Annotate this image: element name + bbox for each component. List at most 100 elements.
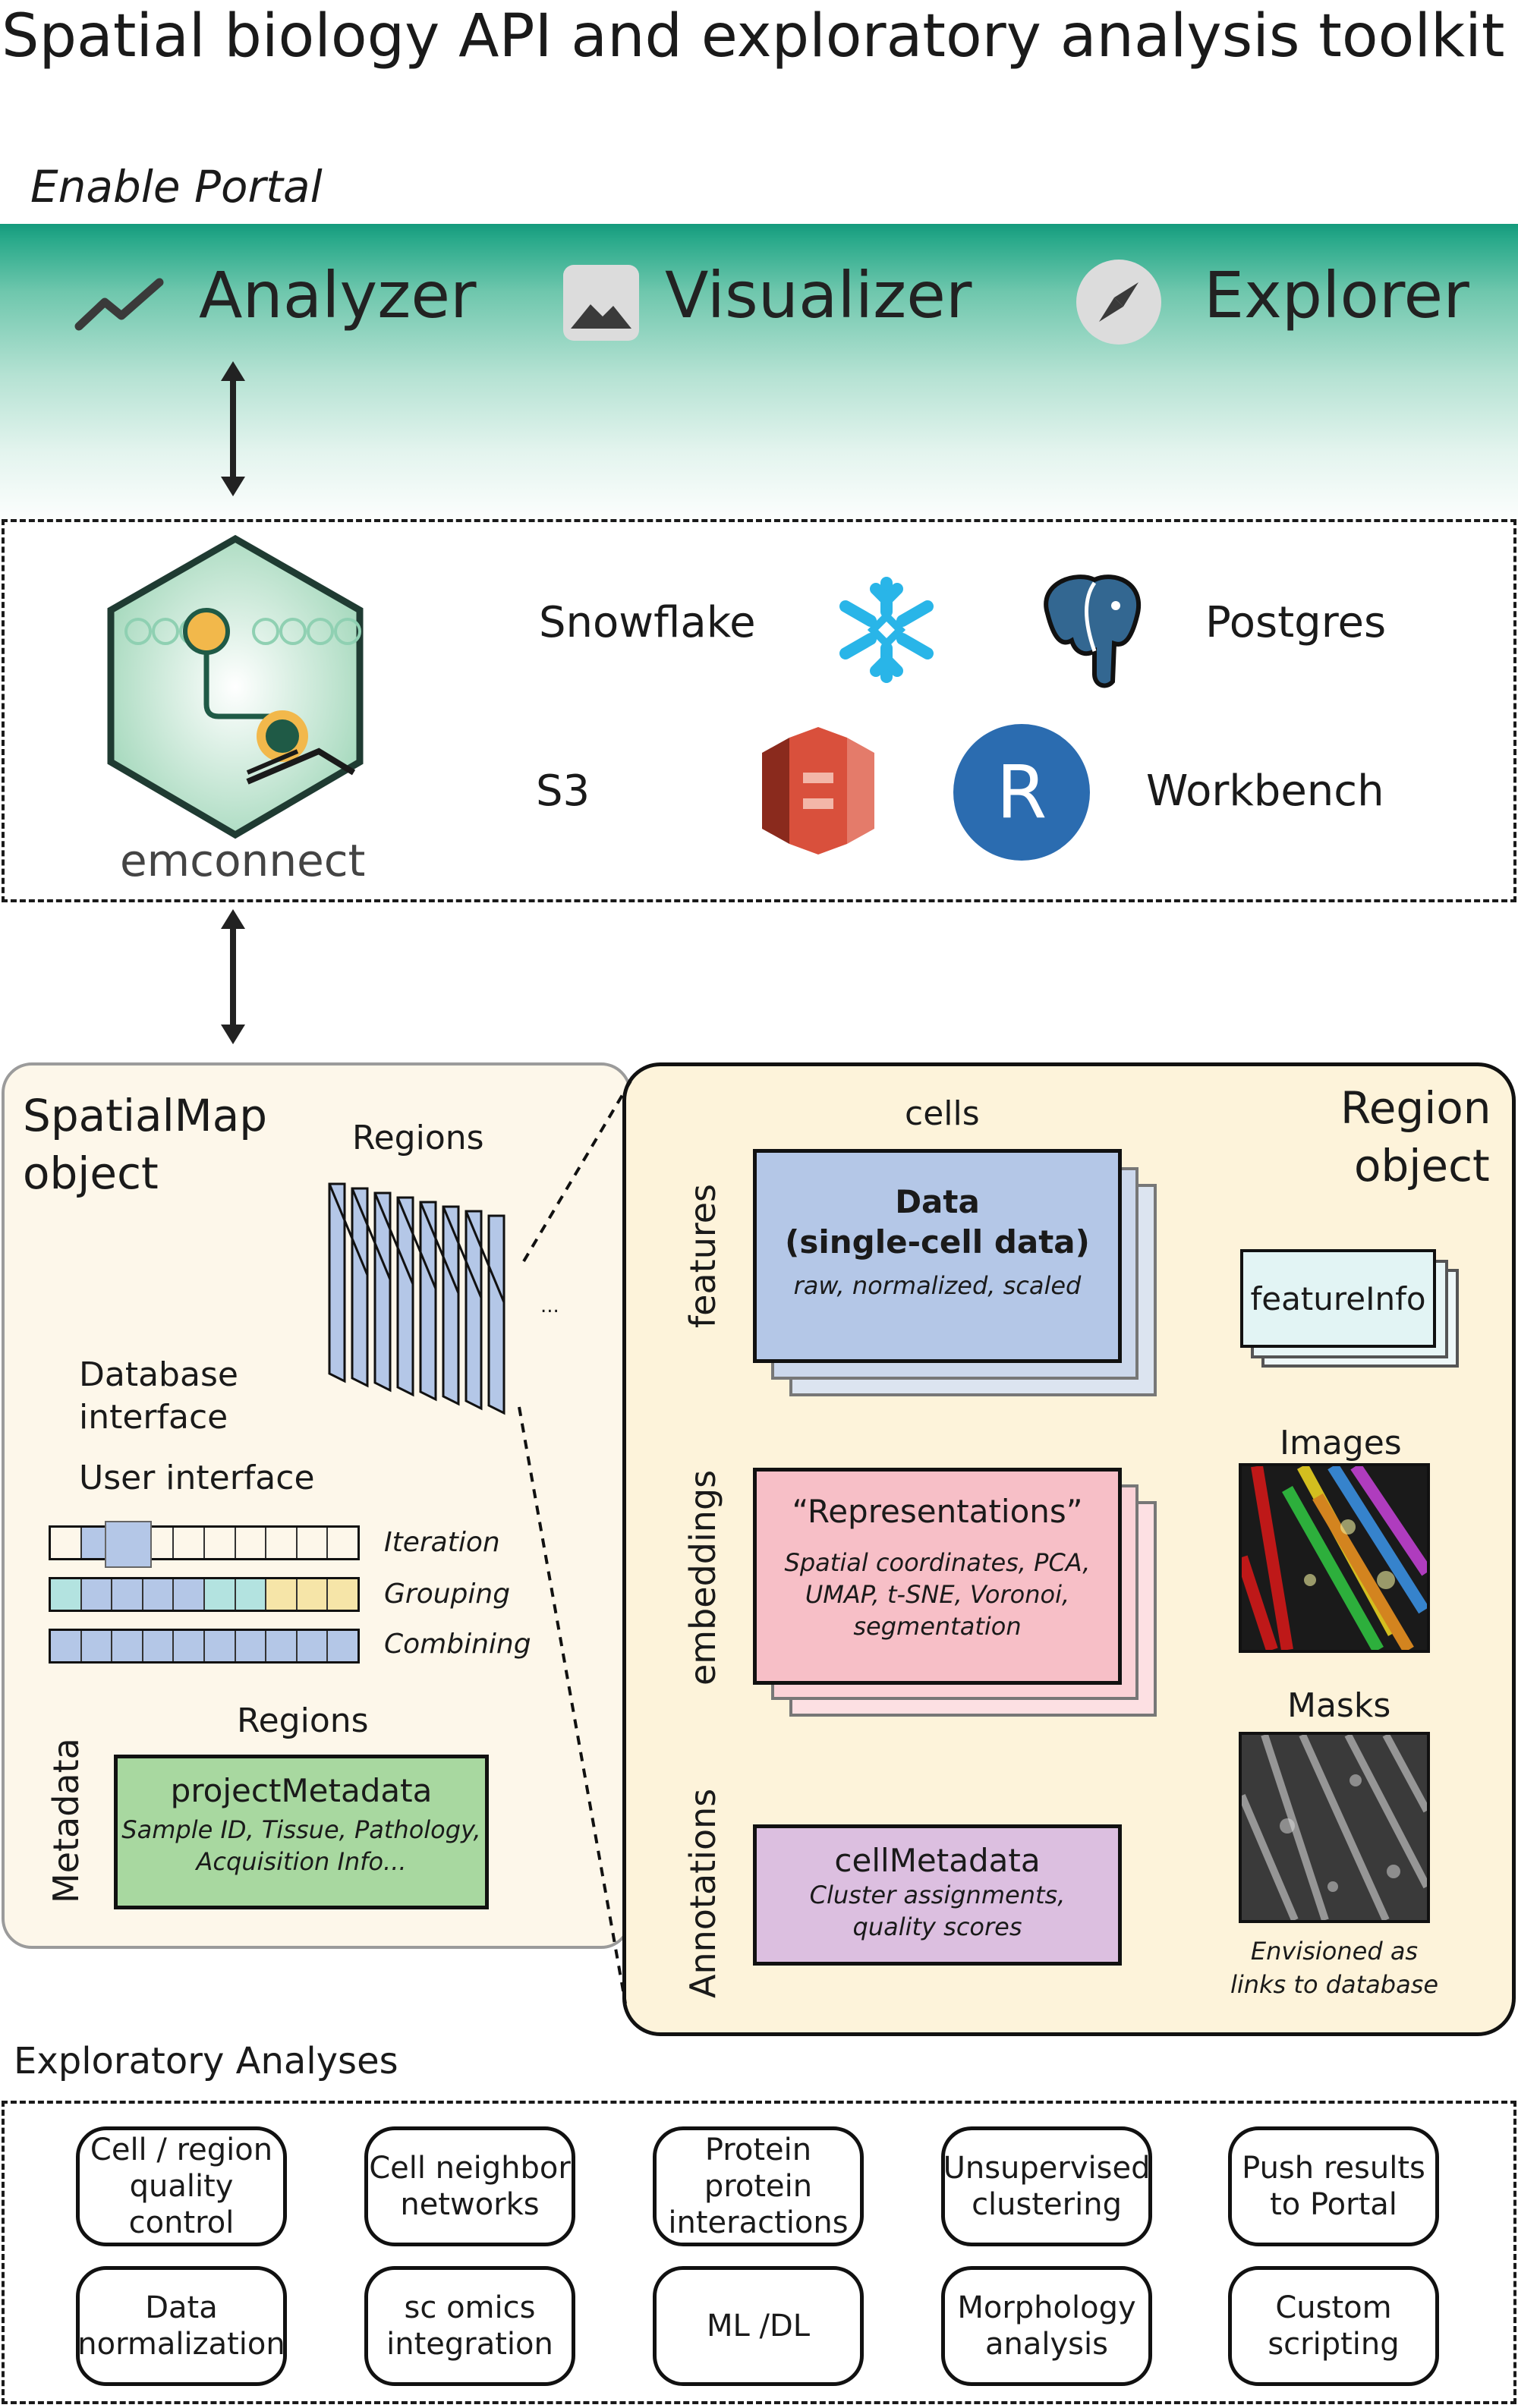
annotations-axis-label: Annotations: [682, 1788, 723, 1998]
aws-s3-icon: [759, 722, 877, 859]
pill-line-2: analysis: [985, 2327, 1108, 2362]
repr-line1: Spatial coordinates, PCA,: [784, 1548, 1091, 1577]
pill-line-2: normalization: [77, 2327, 285, 2362]
cells-label: cells: [905, 1094, 980, 1133]
emconnect-logo: [99, 531, 372, 850]
region-title-2: object: [1354, 1140, 1490, 1191]
visualizer-label[interactable]: Visualizer: [665, 258, 972, 332]
pill-line-1: sc omics: [404, 2290, 536, 2325]
pill-line-1: Unsupervised: [943, 2151, 1151, 2186]
pill-line-2: clustering: [972, 2187, 1122, 2222]
regions-ellipsis: ...: [540, 1295, 559, 1317]
featureinfo-card: featureInfo: [1240, 1249, 1436, 1348]
cellmetadata-card: cellMetadata Cluster assignments, qualit…: [753, 1824, 1122, 1966]
metadata-axis-label: Metadata: [46, 1738, 87, 1903]
analyses-box: [2, 2101, 1516, 2404]
pill-line-1: Morphology: [957, 2290, 1136, 2325]
project-metadata-line2: Acquisition Info...: [196, 1847, 407, 1876]
regions-label: Regions: [352, 1119, 484, 1157]
r-logo-icon: R: [953, 724, 1090, 861]
portal-band: [0, 224, 1518, 531]
pill-line-1: Cell / region: [90, 2133, 273, 2167]
features-axis-label: features: [682, 1183, 723, 1329]
data-card: Data (single-cell data) raw, normalized,…: [753, 1149, 1122, 1363]
masks-note-2: links to database: [1230, 1970, 1439, 1999]
spatialmap-title-1: SpatialMap: [23, 1090, 268, 1141]
pill-line-2: scripting: [1268, 2327, 1400, 2362]
repr-line3: segmentation: [853, 1612, 1022, 1641]
postgres-icon: [1031, 568, 1149, 689]
portal-label: Enable Portal: [30, 161, 323, 212]
data-card-title-2: (single-cell data): [785, 1223, 1090, 1261]
r-letter: R: [996, 750, 1047, 835]
combining-label: Combining: [384, 1629, 531, 1660]
grouping-strip: [49, 1577, 360, 1612]
data-card-title-1: Data: [895, 1183, 980, 1220]
image-icon[interactable]: [560, 262, 642, 344]
repr-line2: UMAP, t-SNE, Voronoi,: [805, 1580, 1070, 1609]
iteration-strip: [49, 1525, 360, 1560]
cellmeta-title: cellMetadata: [834, 1842, 1041, 1879]
pill-line-1: Push results: [1242, 2151, 1425, 2186]
s3-label: S3: [536, 766, 591, 816]
snowflake-icon: [826, 569, 947, 691]
data-connections-box: [2, 519, 1516, 902]
pill-line-1: Custom: [1275, 2290, 1392, 2325]
connect-toolkit-arrow: [221, 909, 245, 1044]
regions-label-2: Regions: [237, 1701, 369, 1740]
snowflake-label: Snowflake: [539, 598, 756, 647]
portal-connect-arrow: [221, 361, 245, 496]
emconnect-label: emconnect: [120, 835, 366, 886]
trend-line-icon[interactable]: [74, 275, 165, 335]
postgres-label: Postgres: [1205, 598, 1387, 647]
pill-line-2: to Portal: [1270, 2187, 1397, 2222]
repr-title: “Representations”: [792, 1493, 1083, 1530]
workbench-label: Workbench: [1146, 766, 1384, 816]
db-interface-1: Database: [79, 1355, 238, 1394]
tissue-image: [1239, 1463, 1430, 1653]
pill-line-2: networks: [400, 2187, 540, 2222]
iteration-highlight: [105, 1521, 152, 1568]
grouping-label: Grouping: [384, 1579, 511, 1610]
explorer-label[interactable]: Explorer: [1204, 258, 1469, 332]
spatialmap-title-2: object: [23, 1147, 159, 1199]
iteration-label: Iteration: [384, 1527, 500, 1558]
analyses-label: Exploratory Analyses: [14, 2040, 398, 2082]
data-card-subtitle: raw, normalized, scaled: [793, 1271, 1082, 1300]
analyzer-label[interactable]: Analyzer: [199, 258, 477, 332]
region-stack: [328, 1182, 505, 1415]
images-label: Images: [1280, 1424, 1402, 1462]
combining-strip: [49, 1629, 360, 1664]
pill-line-1: ML /DL: [706, 2309, 811, 2343]
project-metadata-title: projectMetadata: [170, 1772, 433, 1809]
featureinfo-label: featureInfo: [1250, 1280, 1426, 1317]
user-interface-label: User interface: [79, 1459, 315, 1497]
pill-line-2: interactions: [668, 2205, 849, 2240]
mask-image: [1239, 1732, 1430, 1923]
db-interface-2: interface: [79, 1398, 228, 1437]
compass-icon[interactable]: [1073, 257, 1164, 348]
pill-line-2: integration: [386, 2327, 553, 2362]
representations-card: “Representations” Spatial coordinates, P…: [753, 1468, 1122, 1685]
analysis-ml-dl[interactable]: ML /DL: [653, 2266, 864, 2386]
page-title: Spatial biology API and exploratory anal…: [2, 2, 1505, 71]
pill-line-1: Cell neighbor: [369, 2151, 571, 2186]
project-metadata-card: projectMetadata Sample ID, Tissue, Patho…: [114, 1755, 489, 1909]
project-metadata-line1: Sample ID, Tissue, Pathology,: [121, 1815, 481, 1844]
cellmeta-line2: quality scores: [852, 1912, 1022, 1941]
masks-note-1: Envisioned as: [1250, 1937, 1419, 1966]
masks-label: Masks: [1287, 1686, 1391, 1725]
region-title-1: Region: [1340, 1082, 1491, 1134]
zoom-lines: [518, 1073, 636, 2004]
pill-line-1: Data: [145, 2290, 218, 2325]
pill-line-2: quality control: [128, 2169, 235, 2240]
